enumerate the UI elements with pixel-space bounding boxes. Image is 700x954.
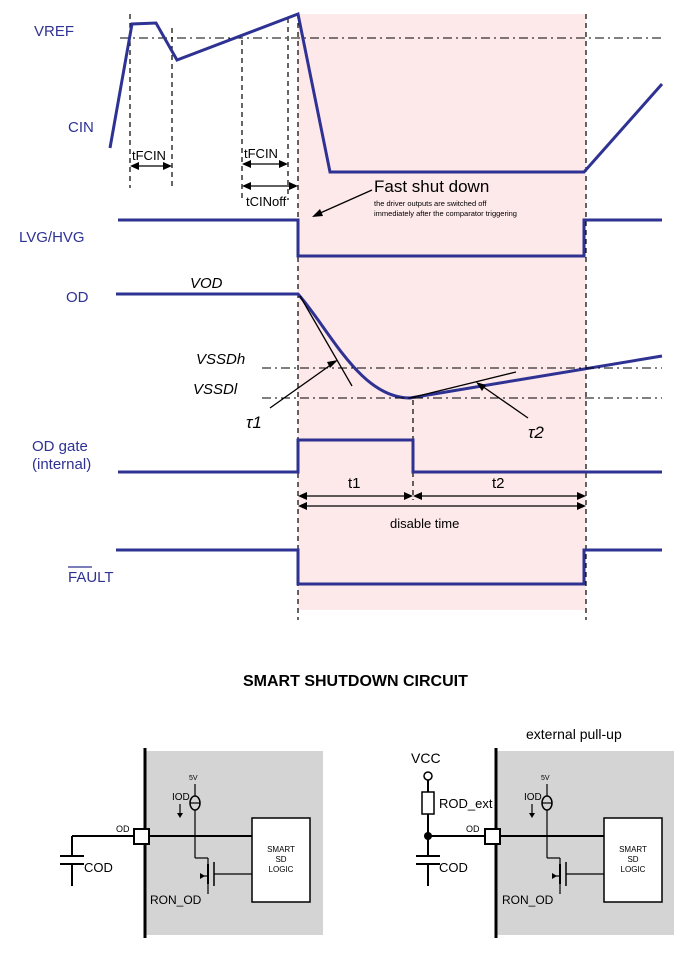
right-logic-line3: LOGIC <box>621 865 646 874</box>
tau1-tangent <box>299 295 353 387</box>
right-od-label: OD <box>466 824 480 834</box>
left-od-label: OD <box>116 824 130 834</box>
t2-label: t2 <box>492 475 505 492</box>
right-ron-label: RON_OD <box>502 893 554 907</box>
vssdh-label: VSSDh <box>196 351 245 368</box>
lvg-hvg-label: LVG/HVG <box>19 229 85 246</box>
tau2-pointer <box>476 382 529 419</box>
tau2-label: τ2 <box>528 423 544 442</box>
tcinoff-arrow <box>242 182 298 190</box>
shutdown-region <box>298 14 586 610</box>
t1-label: t1 <box>348 475 361 492</box>
left-od-pin <box>133 828 150 845</box>
t2-arrow <box>413 492 586 500</box>
rod-ext-label: ROD_ext <box>439 796 493 811</box>
t1-arrow <box>298 492 413 500</box>
od-gate-label: OD gate <box>32 438 88 455</box>
left-logic-line2: SD <box>275 855 286 864</box>
fast-shutdown-note-1: the driver outputs are switched off <box>374 199 487 208</box>
vref-label: VREF <box>34 23 74 40</box>
rod-ext-resistor <box>421 791 435 815</box>
fast-shutdown-pointer <box>312 189 373 217</box>
left-5v-label: 5V <box>189 775 198 782</box>
right-circuit: external pull-up VCC ROD_ext COD OD 5V I… <box>411 726 674 938</box>
cin-waveform <box>108 11 664 174</box>
vcc-terminal-icon <box>423 771 433 781</box>
left-smart-sd-logic <box>251 817 311 903</box>
left-ron-label: RON_OD <box>150 893 202 907</box>
right-logic-line1: SMART <box>619 845 647 854</box>
right-od-pin <box>484 828 501 845</box>
circuit-title: SMART SHUTDOWN CIRCUIT <box>243 673 468 690</box>
fault-waveform <box>116 548 662 586</box>
fast-shutdown-note-2: immediately after the comparator trigger… <box>374 209 517 218</box>
tau1-label: τ1 <box>246 413 262 432</box>
disable-time-label: disable time <box>390 516 459 531</box>
tau2-tangent <box>409 371 517 399</box>
fast-shutdown-title: Fast shut down <box>374 177 489 196</box>
od-gate-waveform <box>118 438 662 474</box>
left-logic-line3: LOGIC <box>269 865 294 874</box>
tfcin-label-2: tFCIN <box>244 146 278 161</box>
od-label: OD <box>66 289 89 306</box>
tfcin-arrow-2 <box>242 160 288 168</box>
left-logic-line1: SMART <box>267 845 295 854</box>
right-iod-label: IOD <box>524 792 542 803</box>
vcc-label: VCC <box>411 750 441 766</box>
left-iod-label: IOD <box>172 792 190 803</box>
tfcin-label-1: tFCIN <box>132 148 166 163</box>
vssdl-label: VSSDl <box>193 381 238 398</box>
od-waveform <box>116 292 663 400</box>
tau1-pointer <box>269 360 338 409</box>
cin-label: CIN <box>68 119 94 136</box>
fault-label: FAULT <box>68 569 114 586</box>
left-cod-label: COD <box>84 860 113 875</box>
disable-time-arrow <box>298 502 586 510</box>
tcinoff-label: tCINoff <box>246 194 287 209</box>
od-gate-internal-label: (internal) <box>32 456 91 473</box>
left-circuit: COD OD 5V IOD RON_OD SMART SD LOGIC <box>60 748 323 938</box>
right-smart-sd-logic <box>603 817 663 903</box>
right-logic-line2: SD <box>627 855 638 864</box>
right-5v-label: 5V <box>541 775 550 782</box>
external-pullup-label: external pull-up <box>526 726 622 742</box>
lvg-hvg-waveform <box>118 218 662 258</box>
tfcin-arrow-1 <box>130 162 172 170</box>
vod-label: VOD <box>190 275 223 292</box>
right-cod-label: COD <box>439 860 468 875</box>
